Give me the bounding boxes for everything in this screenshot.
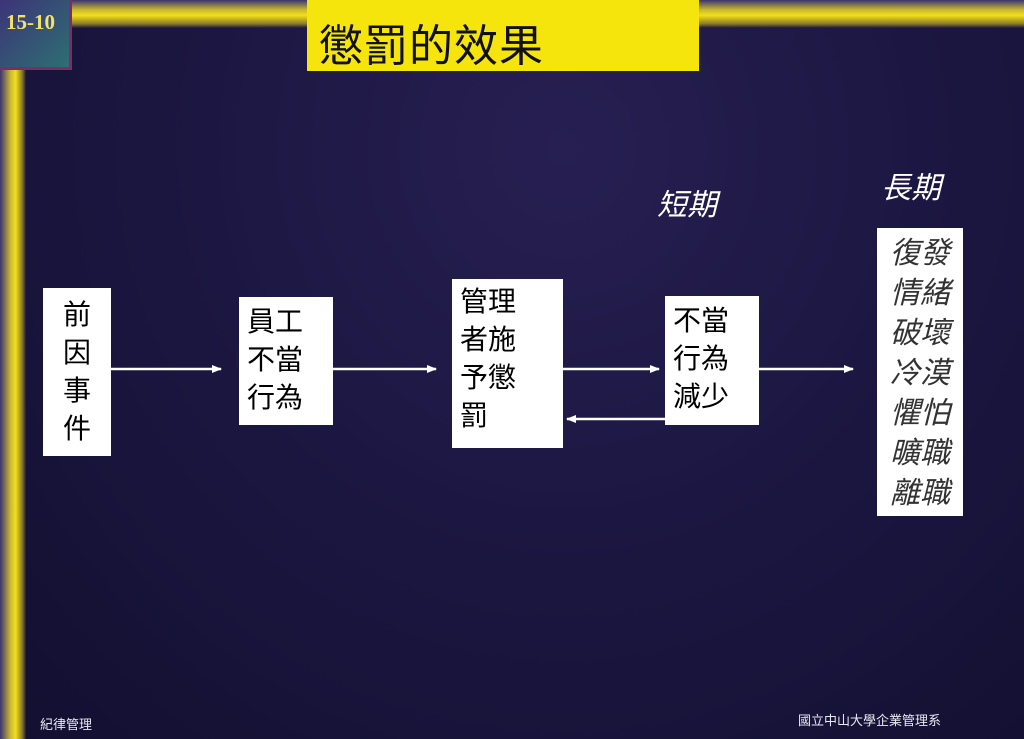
long-term-label: 長期 (881, 171, 941, 206)
antecedent-line: 件 (62, 412, 91, 445)
reduce-line: 減少 (673, 380, 730, 413)
behavior-line: 員工 (247, 305, 304, 338)
punish-line: 罰 (460, 399, 489, 432)
antecedent-event-box: 前 因 事 件 (43, 288, 111, 456)
antecedent-line: 前 (62, 298, 91, 331)
punish-line: 予懲 (460, 361, 517, 394)
antecedent-line: 事 (62, 374, 91, 407)
effect-item: 冷漠 (890, 356, 950, 391)
left-accent-bar (0, 0, 26, 739)
effect-item: 離職 (890, 476, 950, 511)
punish-line: 管理 (460, 285, 517, 318)
slide-number-badge: 15-10 (0, 0, 72, 70)
title-banner: 懲罰的效果 (307, 0, 699, 72)
footer-right: 國立中山大學企業管理系 (798, 714, 942, 729)
punish-line: 者施 (460, 323, 517, 356)
effect-item: 破壞 (890, 316, 950, 351)
reduce-line: 行為 (673, 342, 730, 375)
behavior-line: 行為 (247, 381, 304, 414)
antecedent-line: 因 (62, 336, 91, 369)
effect-item: 懼怕 (890, 396, 950, 431)
short-term-label: 短期 (657, 188, 717, 223)
employee-misconduct-box: 員工 不當 行為 (239, 297, 333, 425)
slide-number: 15-10 (6, 10, 55, 34)
effect-item: 復發 (890, 236, 950, 271)
manager-punishment-box: 管理 者施 予懲 罰 (452, 279, 563, 448)
misconduct-reduced-box: 不當 行為 減少 (665, 296, 759, 425)
behavior-line: 不當 (247, 343, 304, 376)
reduce-line: 不當 (673, 304, 730, 337)
page-title: 懲罰的效果 (319, 21, 544, 72)
long-term-effects-box: 復發 情緒 破壞 冷漠 懼怕 曠職 離職 (877, 228, 963, 516)
footer-left: 紀律管理 (40, 718, 93, 733)
effect-item: 曠職 (890, 436, 950, 471)
effect-item: 情緒 (890, 276, 950, 311)
